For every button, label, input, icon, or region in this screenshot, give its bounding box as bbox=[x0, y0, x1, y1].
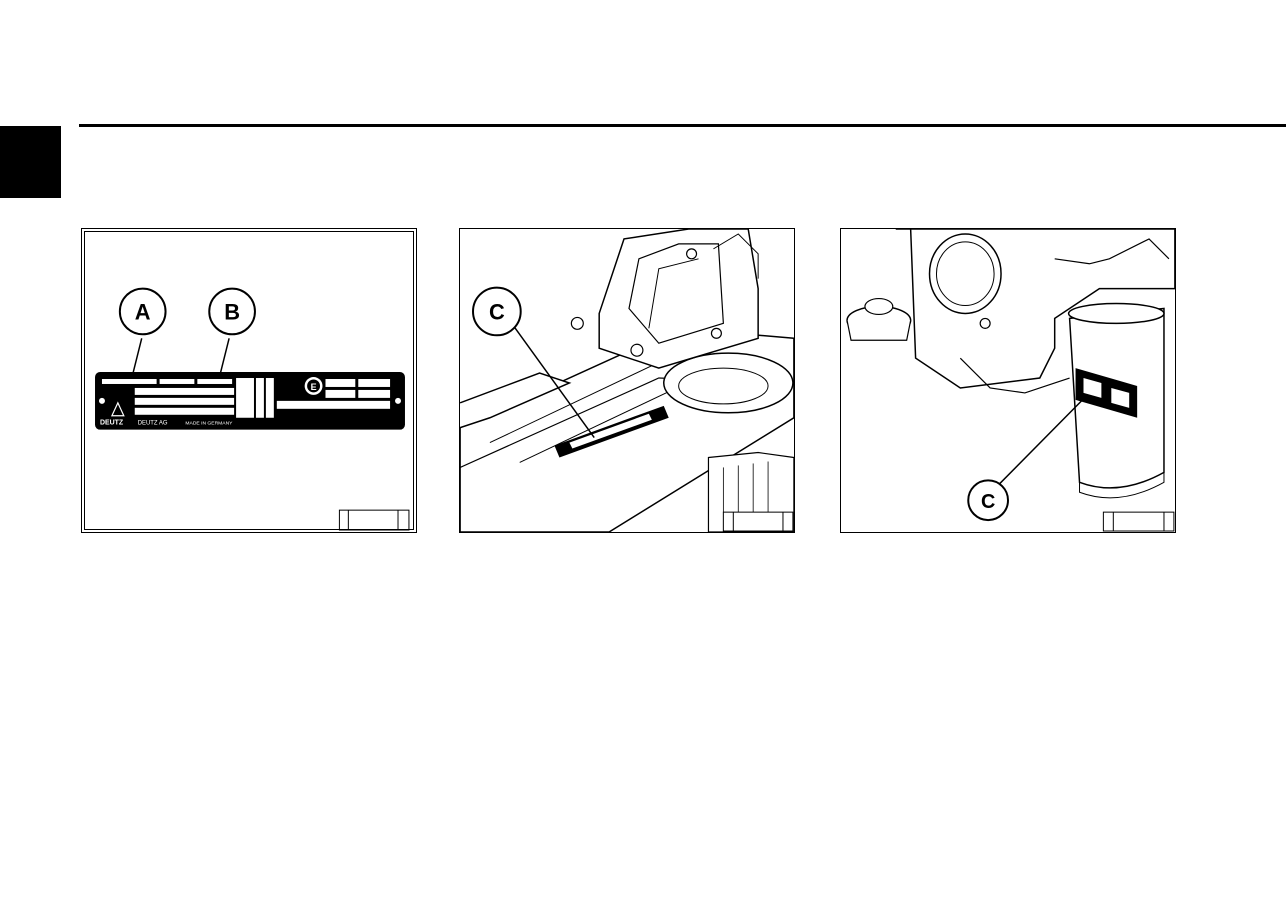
callout-c-leader bbox=[511, 322, 595, 439]
svg-text:C: C bbox=[981, 491, 995, 513]
svg-text:A: A bbox=[135, 299, 151, 324]
engine-block-illustration: C bbox=[460, 229, 794, 532]
figure-reference-box bbox=[338, 509, 410, 531]
filter-illustration: C bbox=[846, 229, 1175, 532]
filter-canister bbox=[1067, 302, 1165, 499]
svg-text:DEUTZ AG: DEUTZ AG bbox=[138, 421, 168, 427]
figure-reference-box bbox=[722, 511, 794, 532]
callout-a-leader bbox=[131, 338, 143, 379]
figure-reference-box bbox=[1102, 511, 1175, 532]
svg-text:DEUTZ: DEUTZ bbox=[100, 420, 124, 427]
deutz-type-plate: E DEUTZ DEUTZ AG MADE IN GERMANY bbox=[95, 372, 405, 430]
figure-engine-block-location: C bbox=[459, 228, 795, 533]
chapter-tab-marker bbox=[0, 126, 61, 198]
svg-text:MADE IN GERMANY: MADE IN GERMANY bbox=[185, 421, 233, 427]
svg-text:C: C bbox=[489, 299, 505, 324]
callout-c: C bbox=[472, 286, 522, 337]
callout-c: C bbox=[967, 479, 1009, 522]
type-plate-illustration: A B bbox=[95, 287, 410, 531]
callout-a: A bbox=[118, 287, 167, 336]
block-plate bbox=[554, 405, 669, 458]
callout-b-leader bbox=[218, 338, 230, 379]
callout-b: B bbox=[208, 287, 256, 336]
svg-text:B: B bbox=[224, 299, 240, 324]
svg-text:E: E bbox=[311, 382, 317, 392]
header-rule bbox=[79, 124, 1286, 127]
figure-filter-location: C bbox=[840, 228, 1176, 533]
callout-c-leader bbox=[997, 397, 1086, 486]
figure-type-plate: A B bbox=[81, 228, 417, 533]
